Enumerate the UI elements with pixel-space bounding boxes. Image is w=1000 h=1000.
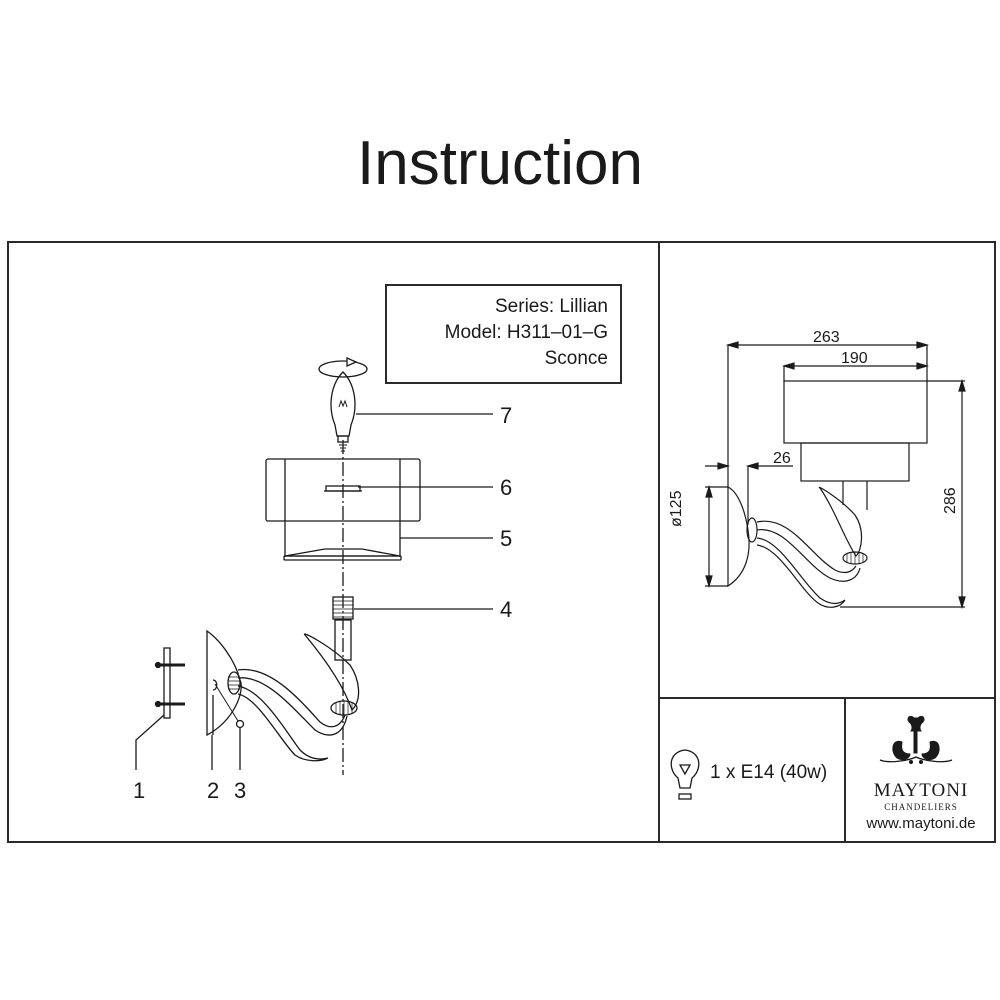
callout-2: 2 bbox=[207, 778, 220, 803]
dim-overall-depth: 263 bbox=[813, 329, 840, 346]
screw bbox=[235, 719, 245, 729]
callout-1: 1 bbox=[133, 778, 146, 803]
callout-4: 4 bbox=[500, 597, 513, 622]
dim-backplate-offset: 26 bbox=[773, 450, 791, 467]
light-bulb-icon bbox=[670, 749, 700, 800]
bulb-spec: 1 x E14 (40w) bbox=[710, 762, 828, 783]
threaded-tube bbox=[332, 596, 354, 661]
horizontal-divider bbox=[658, 697, 996, 699]
callout-7: 7 bbox=[500, 403, 513, 428]
dim-overall-height: 286 bbox=[942, 487, 959, 514]
callout-3: 3 bbox=[234, 778, 247, 803]
brand-website-link[interactable]: www.maytoni.de bbox=[866, 815, 976, 832]
callout-5: 5 bbox=[500, 526, 513, 551]
mounting-bracket bbox=[154, 647, 185, 719]
footer-divider bbox=[844, 697, 846, 843]
product-info-box: Series: Lillian Model: H311–01–G Sconce bbox=[385, 284, 622, 384]
drawing-frame bbox=[7, 241, 996, 843]
product-type-label: Sconce bbox=[544, 348, 608, 369]
brand-name: MAYTONI bbox=[873, 780, 969, 801]
model-label: Model: H311–01–G bbox=[444, 322, 608, 343]
decorative-arm bbox=[227, 633, 360, 762]
brand-tagline: CHANDELIERS bbox=[884, 802, 958, 812]
shade-holder-ring bbox=[324, 485, 362, 492]
wall-backplate bbox=[206, 629, 242, 737]
lamp-shade bbox=[265, 458, 421, 561]
vertical-divider bbox=[658, 241, 660, 843]
rotate-arrow-icon bbox=[318, 356, 368, 378]
maytoni-ornament-logo bbox=[879, 715, 953, 764]
page-title: Instruction bbox=[356, 129, 644, 198]
callout-6: 6 bbox=[500, 475, 513, 500]
candle-bulb bbox=[330, 371, 356, 452]
series-label: Series: Lillian bbox=[495, 296, 608, 317]
dim-shade-diameter: 190 bbox=[841, 350, 868, 367]
dim-backplate-diameter: ø125 bbox=[668, 490, 685, 527]
leader-1 bbox=[135, 714, 165, 770]
